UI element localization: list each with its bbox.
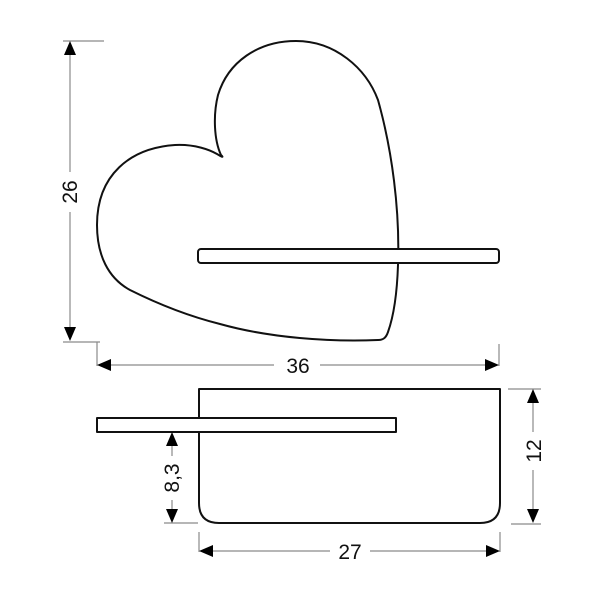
front-view: [96, 40, 500, 342]
dimension-label-8-3: 8,3: [161, 463, 184, 492]
dimension-front-width: 36: [96, 342, 500, 378]
dimension-front-height: 26: [59, 40, 104, 343]
arrow-right-icon: [485, 359, 499, 371]
arrow-left-icon: [199, 545, 213, 557]
dimension-label-36: 36: [286, 355, 309, 378]
heart-outline: [96, 40, 400, 342]
arrow-right-icon: [486, 545, 500, 557]
arrow-down-icon: [166, 509, 178, 523]
side-view: [96, 388, 501, 524]
arrow-up-icon: [64, 41, 76, 55]
arrow-up-icon: [166, 432, 178, 446]
front-shelf-bar: [197, 248, 500, 264]
dimension-label-26: 26: [59, 180, 82, 203]
dimension-label-12: 12: [523, 439, 546, 462]
arrow-left-icon: [97, 359, 111, 371]
arrow-down-icon: [64, 327, 76, 341]
dimension-side-width: 27: [198, 532, 501, 564]
dimension-label-27: 27: [338, 541, 361, 564]
arrow-down-icon: [527, 509, 539, 523]
side-body-outline: [198, 388, 501, 524]
dimension-side-height: 12: [508, 388, 546, 525]
side-shelf-bar: [96, 417, 397, 433]
arrow-up-icon: [527, 389, 539, 403]
dimension-side-shelf-height: 8,3: [161, 432, 198, 524]
